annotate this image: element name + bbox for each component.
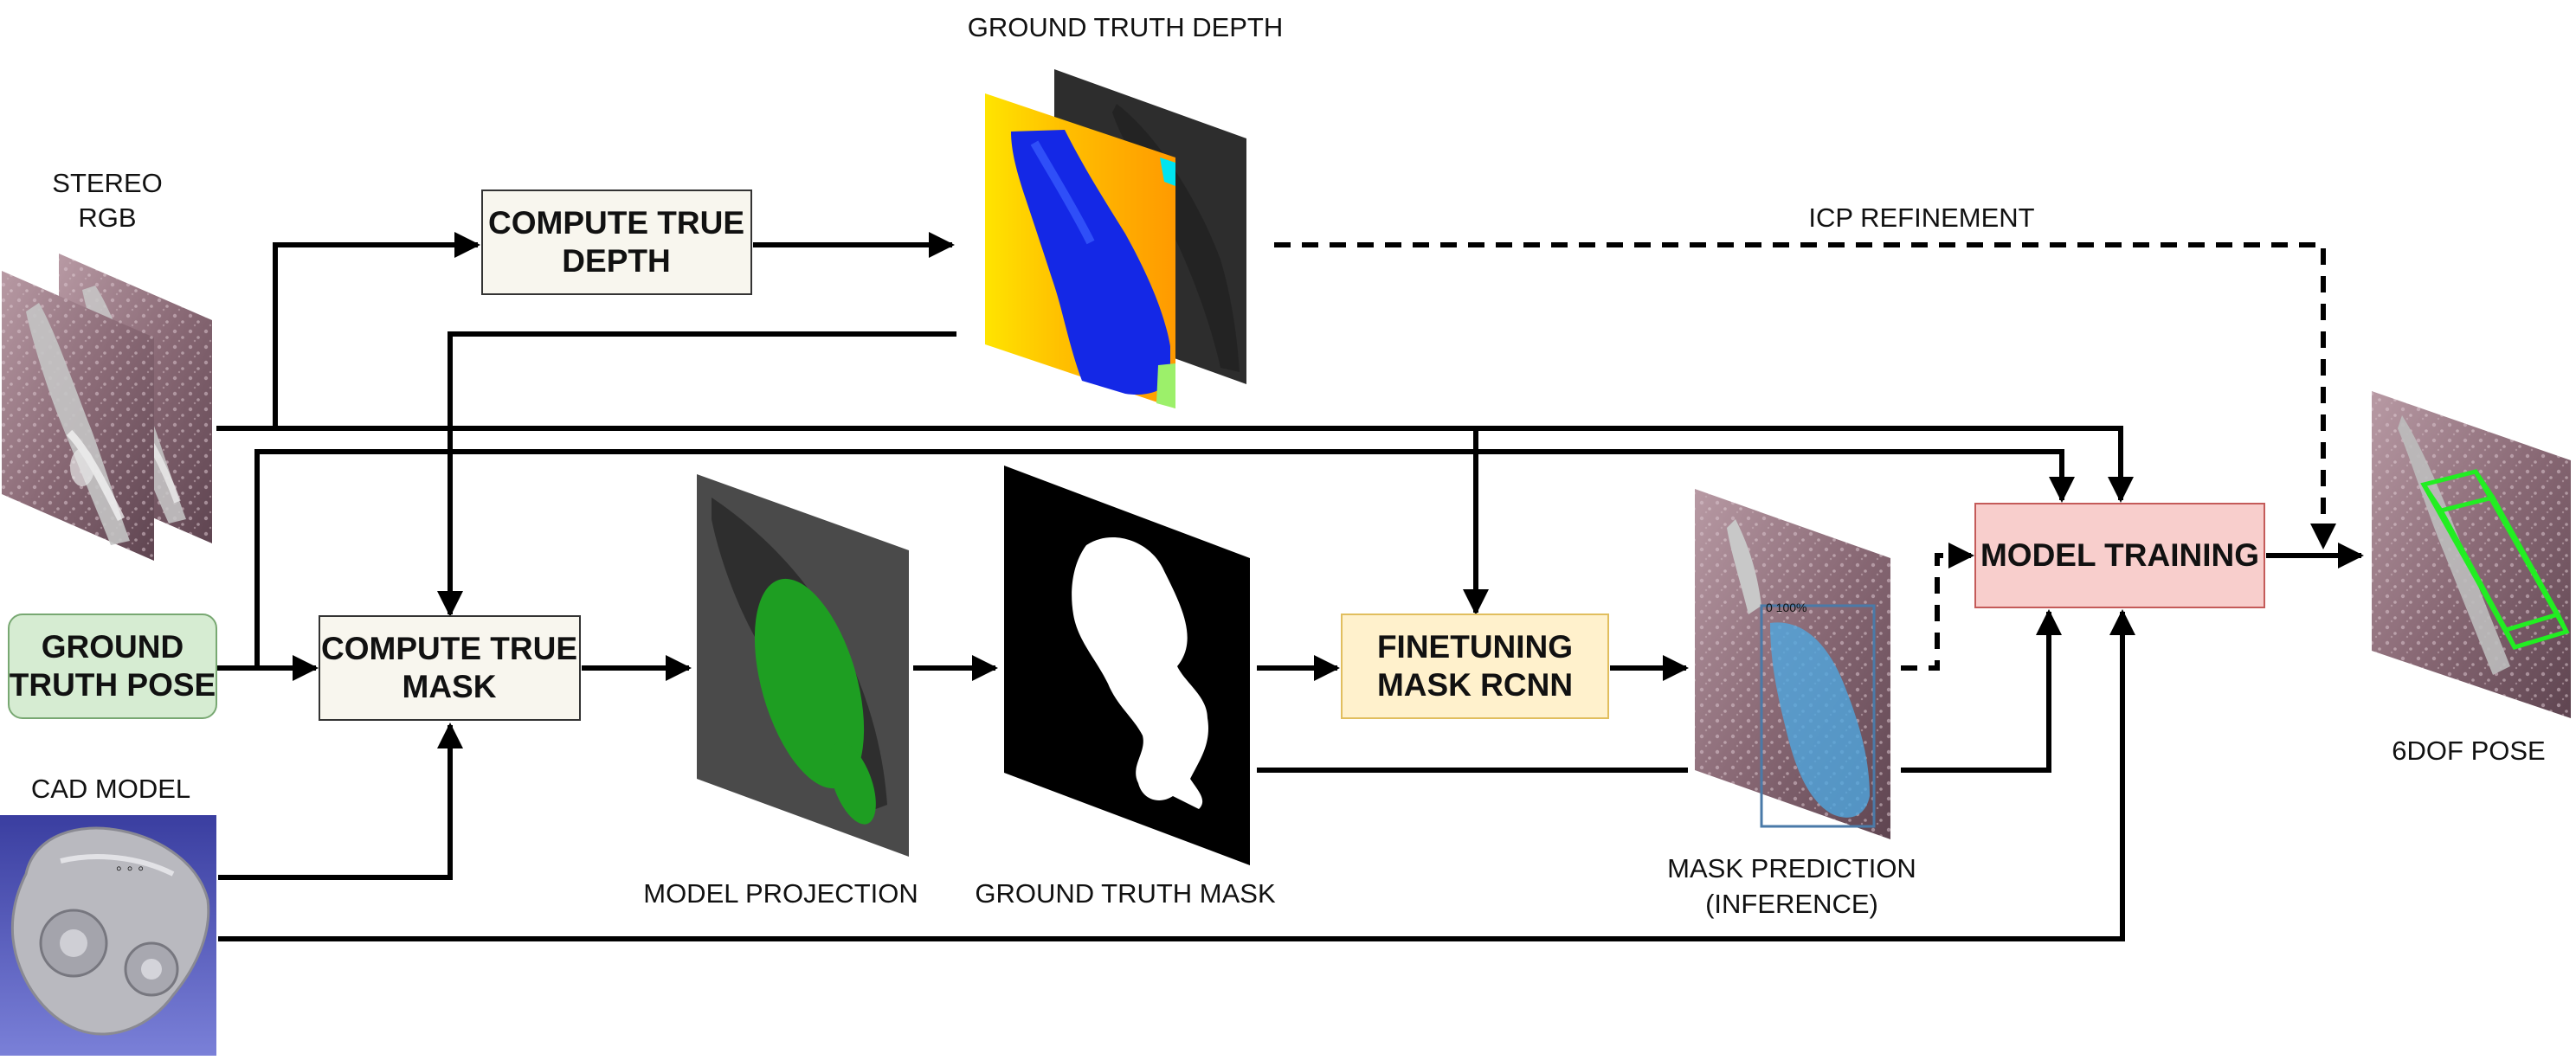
prediction-blue-mask [1770, 622, 1870, 818]
model-projection-label: MODEL PROJECTION [643, 878, 918, 909]
compute-true-depth-line2: DEPTH [562, 243, 670, 279]
stereo-image-left [2, 271, 154, 561]
icp-refinement-label: ICP REFINEMENT [1808, 202, 2034, 233]
pose-6dof-label: 6DOF POSE [2392, 736, 2545, 766]
arrow-stereo-to-compute-depth [273, 232, 480, 428]
stereo-rgb-label-line2: RGB [78, 202, 136, 233]
cad-model-image: ◦ ◦ ◦ [0, 815, 216, 1056]
finetuning-mask-rcnn-box: FINETUNING MASK RCNN [1341, 614, 1609, 719]
arrow-cad-to-model-training [218, 609, 2135, 941]
ground-truth-pose-line1: GROUND [42, 629, 184, 665]
stereo-rgb-images [2, 254, 212, 561]
mask-prediction-label-line2: (INFERENCE) [1705, 889, 1878, 919]
pose-bounding-box [2420, 469, 2570, 650]
dashed-connectors [1274, 242, 2336, 671]
compute-true-depth-box: COMPUTE TRUE DEPTH [481, 190, 752, 295]
pose-6dof-image [2372, 391, 2571, 718]
prediction-score-badge: 0 100% [1766, 601, 1806, 614]
cad-engraving-icon: ◦ ◦ ◦ [116, 859, 144, 878]
finetuning-line1: FINETUNING [1377, 629, 1573, 665]
arrow-stereo-to-model-training [216, 426, 2134, 503]
arrow-icp-refinement [1274, 242, 2336, 549]
finetuning-line2: MASK RCNN [1377, 667, 1573, 703]
stereo-rgb-label-line1: STEREO [52, 168, 162, 198]
model-training-box: MODEL TRAINING [1974, 503, 2265, 608]
arrow-cad-to-compute-mask [218, 723, 463, 880]
arrow-mask-prediction-dashed [1901, 543, 1974, 671]
ground-truth-pose-line2: TRUTH POSE [10, 667, 216, 703]
arrow-mask-prediction-to-model-training [1901, 609, 2062, 773]
ground-truth-depth-label: GROUND TRUTH DEPTH [968, 12, 1284, 42]
connectors [216, 232, 2364, 941]
cad-model-label: CAD MODEL [31, 774, 190, 804]
ground-truth-mask-label: GROUND TRUTH MASK [975, 878, 1276, 909]
mask-prediction-image: 0 100% [1695, 489, 1890, 839]
compute-true-mask-line2: MASK [402, 669, 497, 704]
prediction-bbox [1760, 604, 1876, 828]
ground-truth-pose-box: GROUND TRUTH POSE [8, 614, 217, 719]
ground-truth-depth-image [985, 69, 1246, 408]
projection-green-mask [754, 578, 865, 789]
ground-truth-mask-image [1004, 466, 1250, 865]
compute-true-mask-box: COMPUTE TRUE MASK [319, 615, 581, 721]
compute-true-mask-line1: COMPUTE TRUE [321, 631, 577, 666]
compute-true-depth-line1: COMPUTE TRUE [488, 205, 744, 241]
arrow-gt-pose-to-model-training [254, 449, 2075, 666]
model-projection-image [697, 474, 909, 857]
mask-prediction-label-line1: MASK PREDICTION [1667, 853, 1916, 883]
model-training-label: MODEL TRAINING [1980, 537, 2259, 573]
arrow-gt-depth-to-compute-mask [437, 331, 956, 617]
